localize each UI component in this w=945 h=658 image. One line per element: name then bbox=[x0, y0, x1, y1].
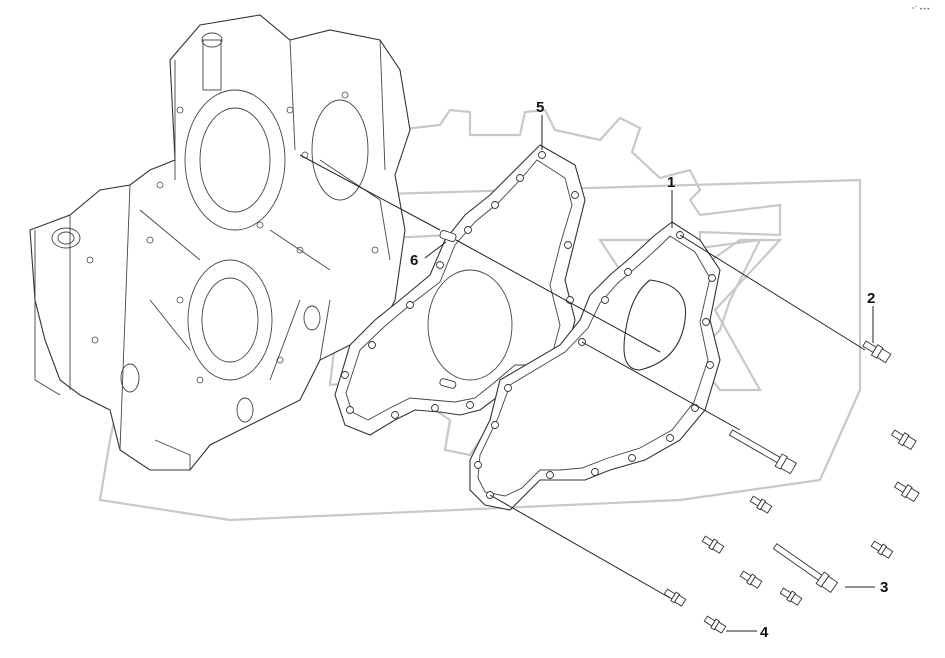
long-bolt-3b bbox=[772, 543, 839, 594]
short-bolts bbox=[663, 429, 920, 634]
explosion-lines bbox=[299, 154, 866, 599]
page-marker: ᵒˇ ••• bbox=[912, 6, 930, 13]
dowel-pin bbox=[439, 230, 457, 242]
callout-6: 6 bbox=[410, 252, 418, 269]
callout-5: 5 bbox=[536, 99, 544, 116]
callout-2: 2 bbox=[867, 290, 875, 307]
cover-plate bbox=[469, 221, 721, 511]
callout-3: 3 bbox=[880, 579, 888, 596]
long-bolt-3a bbox=[728, 429, 797, 475]
callout-4: 4 bbox=[760, 624, 769, 641]
engine-timing-housing bbox=[29, 14, 411, 471]
callout-1: 1 bbox=[667, 174, 675, 191]
leader-lines bbox=[424, 115, 875, 632]
bolt-item-2 bbox=[862, 340, 892, 364]
